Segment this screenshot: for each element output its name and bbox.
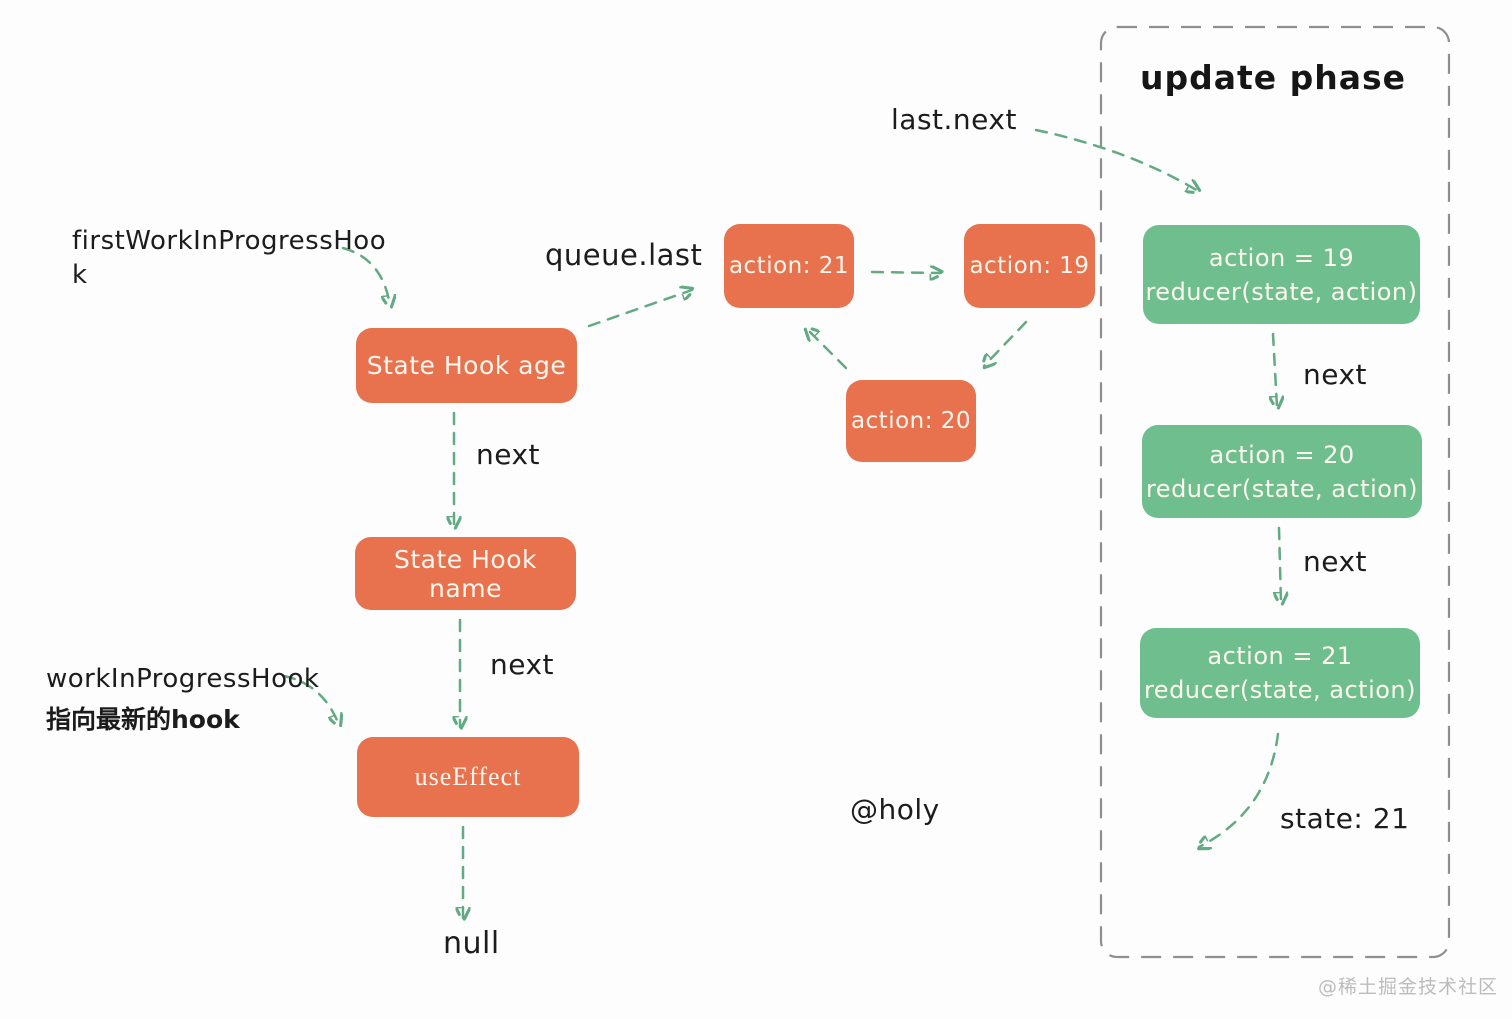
arrow-reducer21-to-state xyxy=(1199,732,1280,847)
arrow-action21-to-action19 xyxy=(870,272,941,273)
label-first-wip-hook-line1: firstWorkInProgressHoo xyxy=(72,226,387,256)
node-reducer-19: action = 19 reducer(state, action) xyxy=(1143,225,1420,324)
label-null: null xyxy=(443,926,500,961)
reducer-20-action: action = 20 xyxy=(1209,440,1355,469)
label-state-21: state: 21 xyxy=(1280,802,1410,835)
arrow-queue-last-to-action21 xyxy=(587,290,692,328)
arrow-action19-to-action20 xyxy=(984,320,1028,366)
reducer-19-action: action = 19 xyxy=(1208,243,1355,272)
label-first-wip-hook-line2: k xyxy=(72,260,88,290)
node-reducer-21: action = 21 reducer(state, action) xyxy=(1140,628,1420,718)
label-next-reducer20: next xyxy=(1303,545,1368,578)
label-wip-hook-note: 指向最新的hook xyxy=(46,705,240,734)
arrow-reducer19-to-reducer20 xyxy=(1273,332,1277,407)
node-useeffect: useEffect xyxy=(357,737,579,817)
label-next-age-name: next xyxy=(476,438,541,471)
label-wip-hook: workInProgressHook xyxy=(46,664,320,694)
arrow-reducer20-to-reducer21 xyxy=(1279,526,1281,603)
arrow-first-wip-to-age xyxy=(341,246,390,306)
reducer-21-action: action = 21 xyxy=(1207,642,1353,670)
reducer-19-call: reducer(state, action) xyxy=(1145,277,1418,306)
reducer-20-call: reducer(state, action) xyxy=(1145,474,1419,503)
label-last-next: last.next xyxy=(891,103,1017,136)
arrow-last-next-to-reducer19 xyxy=(1034,128,1198,191)
node-reducer-20: action = 20 reducer(state, action) xyxy=(1142,425,1422,518)
node-state-hook-name: State Hook name xyxy=(355,537,576,610)
node-action-21: action: 21 xyxy=(724,224,854,308)
node-action-19: action: 19 xyxy=(964,224,1095,308)
label-queue-last: queue.last xyxy=(545,238,703,272)
node-state-hook-age: State Hook age xyxy=(356,328,577,403)
label-next-name-useeffect: next xyxy=(490,648,555,681)
arrow-action20-to-action21 xyxy=(807,329,848,370)
juejin-watermark: @稀土掘金技术社区 xyxy=(1318,976,1499,998)
label-at-holy: @holy xyxy=(850,793,940,826)
reducer-21-call: reducer(state, action) xyxy=(1143,676,1417,704)
label-next-reducer19: next xyxy=(1303,358,1368,391)
update-phase-title: update phase xyxy=(1140,58,1407,97)
node-action-20: action: 20 xyxy=(846,380,976,462)
